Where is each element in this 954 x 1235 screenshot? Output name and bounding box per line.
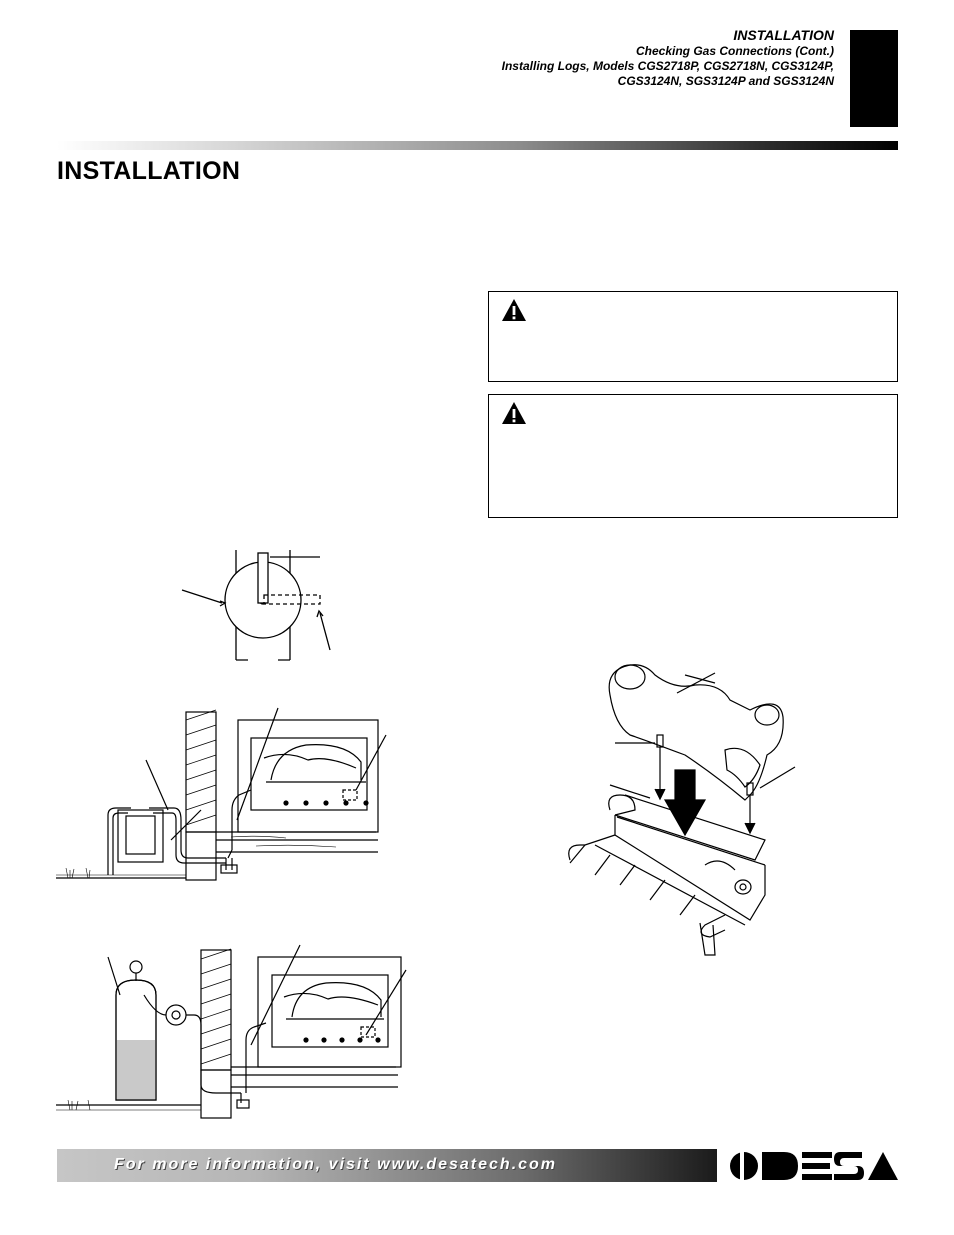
- header-subtitle-1: Checking Gas Connections (Cont.): [635, 44, 834, 58]
- header-section: INSTALLATION: [733, 27, 834, 43]
- propane-tank-installation-figure: [56, 944, 407, 1119]
- warning-box-2: [488, 394, 898, 518]
- gas-valve-figure: [181, 550, 331, 661]
- page-title: INSTALLATION: [57, 157, 241, 185]
- desa-logo: [722, 1149, 900, 1183]
- header-subtitle-2: Installing Logs, Models CGS2718P, CGS271…: [501, 59, 834, 73]
- footer-website-text: For more information, visit www.desatech…: [114, 1156, 558, 1173]
- warning-box-1: [488, 291, 898, 382]
- header-rule: [57, 141, 898, 150]
- header-subtitle-3: CGS3124N, SGS3124P and SGS3124N: [617, 74, 834, 88]
- warning-triangle-icon: [502, 402, 526, 424]
- section-tab: [850, 30, 898, 127]
- footer-bar: [57, 1149, 717, 1182]
- natural-gas-meter-installation-figure: [56, 707, 387, 881]
- log-installation-figure: [568, 664, 796, 956]
- warning-triangle-icon: [502, 299, 526, 321]
